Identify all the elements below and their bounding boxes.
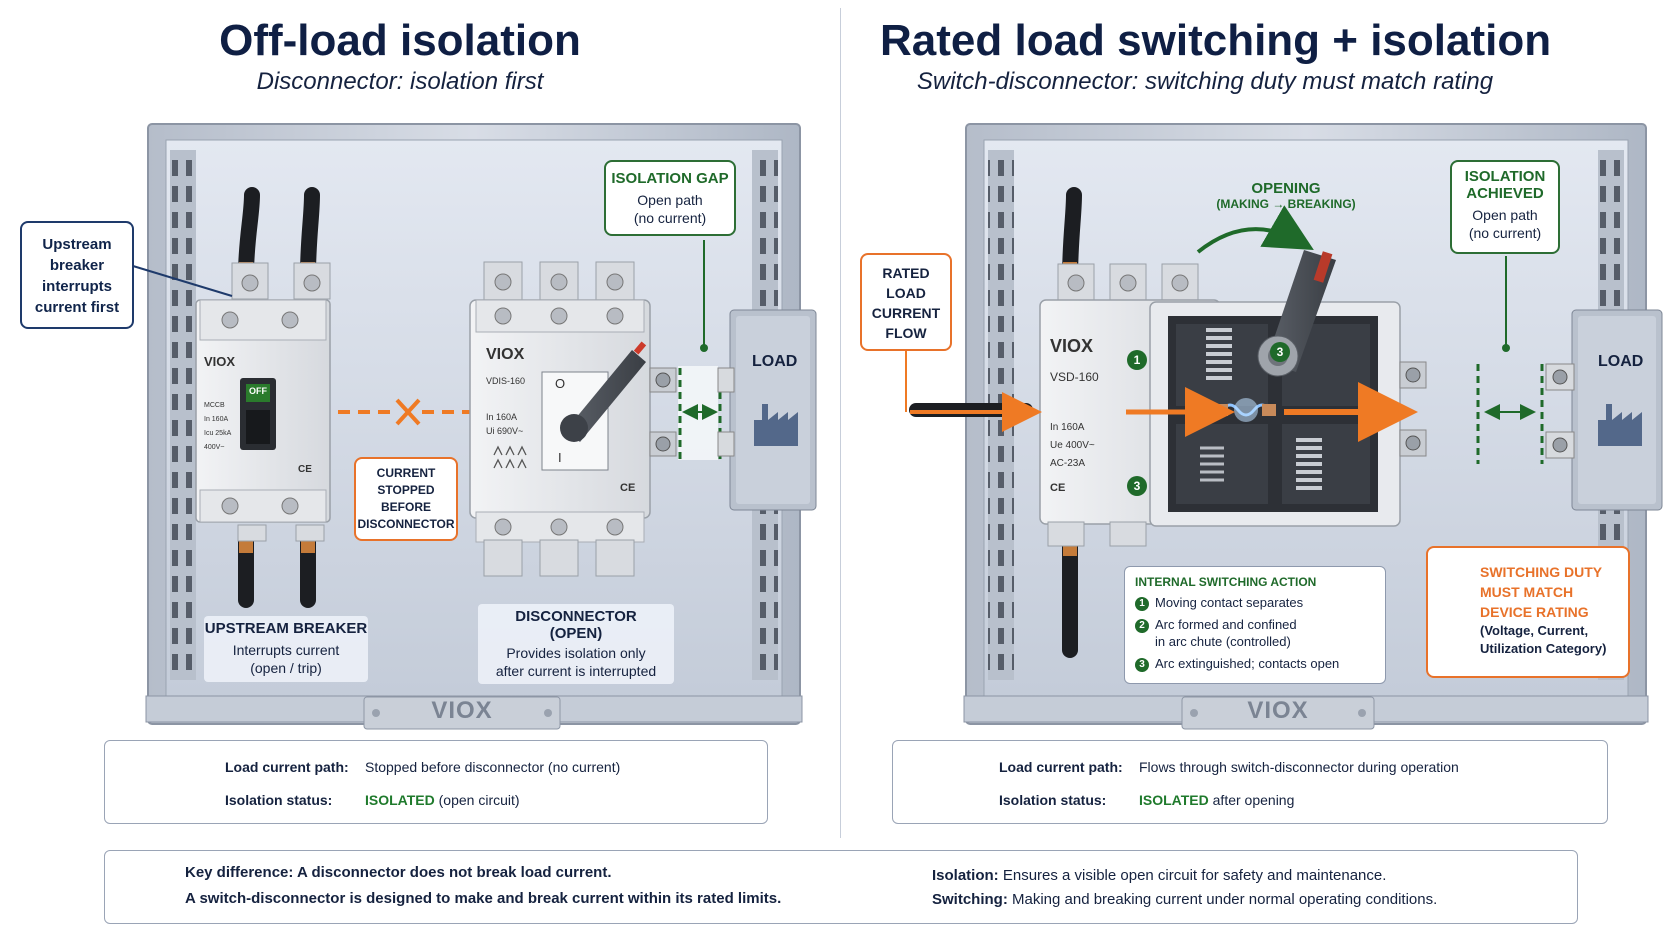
disconnector-ce-mark: CE xyxy=(620,482,636,494)
step-number-3: 3 xyxy=(1135,658,1149,672)
step-marker-2: 3 xyxy=(1270,342,1290,362)
right-legend-row1-key: Load current path: xyxy=(999,759,1123,775)
left-isolated-detail: (open circuit) xyxy=(438,792,520,808)
disconnector-spec-2: Ui 690V~ xyxy=(486,426,524,436)
center-divider xyxy=(840,8,841,838)
breaker-spec-3: Icu 25kA xyxy=(204,430,232,437)
right-nameplate: VIOX xyxy=(1247,697,1309,724)
left-legend-row2-value: ISOLATED (open circuit) xyxy=(365,792,520,808)
upstream-breaker-label: UPSTREAM BREAKER Interrupts current (ope… xyxy=(204,616,368,682)
right-isolated-detail: after opening xyxy=(1212,792,1295,808)
right-current-flow xyxy=(905,330,1418,442)
step-marker-3: 3 xyxy=(1127,476,1147,496)
key-difference-line2: A switch-disconnector is designed to mak… xyxy=(185,890,782,907)
isolation-definition: Isolation: Ensures a visible open circui… xyxy=(932,867,1387,884)
left-legend-row1-value: Stopped before disconnector (no current) xyxy=(365,759,621,775)
left-legend: Load current path: Stopped before discon… xyxy=(104,740,768,824)
right-subtitle: Switch-disconnector: switching duty must… xyxy=(916,68,1494,95)
left-legend-row1-key: Load current path: xyxy=(225,759,349,775)
left-title: Off-load isolation xyxy=(219,16,581,65)
breaker-spec-4: 400V~ xyxy=(204,444,225,451)
left-load-label: LOAD xyxy=(752,353,798,370)
breaker-spec-1: MCCB xyxy=(204,402,225,409)
switching-duty-callout: SWITCHING DUTY MUST MATCH DEVICE RATING … xyxy=(1426,546,1630,678)
breaker-brand: VIOX xyxy=(204,354,236,369)
right-isolated-status: ISOLATED xyxy=(1139,792,1209,808)
switching-definition: Switching: Making and breaking current u… xyxy=(932,891,1438,908)
upstream-breaker-callout: Upstream breaker interrupts current firs… xyxy=(20,221,134,329)
left-nameplate: VIOX xyxy=(431,697,493,724)
left-disconnector-body xyxy=(469,261,651,577)
breaker-spec-2: In 160A xyxy=(204,416,229,423)
step-marker-1: 1 xyxy=(1127,350,1147,370)
internal-switching-title: INTERNAL SWITCHING ACTION xyxy=(1135,575,1317,589)
isolation-achieved-callout: ISOLATION ACHIEVED Open path (no current… xyxy=(1450,160,1560,254)
switch-model: VSD-160 xyxy=(1050,370,1099,384)
left-subtitle: Disconnector: isolation first xyxy=(256,68,544,95)
internal-step-2b: in arc chute (controlled) xyxy=(1155,634,1291,649)
key-difference-line1: Key difference: A disconnector does not … xyxy=(185,864,612,881)
disconnector-brand: VIOX xyxy=(486,346,525,363)
right-legend-row2-key: Isolation status: xyxy=(999,792,1107,808)
disconnector-model: VDIS-160 xyxy=(486,376,526,386)
left-isolated-status: ISOLATED xyxy=(365,792,435,808)
step-number-1: 1 xyxy=(1135,597,1149,611)
right-title: Rated load switching + isolation xyxy=(880,16,1552,65)
disconnector-pos-i: I xyxy=(558,450,562,465)
right-switch-body xyxy=(1039,250,1427,547)
right-legend-row1-value: Flows through switch-disconnector during… xyxy=(1139,759,1459,775)
left-stopped-current-path xyxy=(338,398,472,426)
disconnector-spec-1: In 160A xyxy=(486,412,518,422)
right-opening-arrow xyxy=(1196,205,1314,254)
right-legend-row2-value: ISOLATED after opening xyxy=(1139,792,1294,808)
opening-label: OPENING (MAKING → BREAKING) xyxy=(1216,180,1356,211)
disconnector-label: DISCONNECTOR (OPEN) Provides isolation o… xyxy=(478,604,674,684)
right-legend: Load current path: Flows through switch-… xyxy=(892,740,1608,824)
switch-spec-1: In 160A xyxy=(1050,422,1085,433)
upstream-callout-line xyxy=(132,265,233,297)
left-load-box xyxy=(717,309,817,511)
switch-brand: VIOX xyxy=(1050,336,1094,356)
rated-load-current-callout: RATED LOAD CURRENT FLOW xyxy=(860,253,952,351)
breaker-ce-mark: CE xyxy=(298,464,312,475)
step-number-2: 2 xyxy=(1135,619,1149,633)
info-icon-letter: i xyxy=(132,868,140,892)
left-legend-row2-key: Isolation status: xyxy=(225,792,333,808)
switch-spec-2: Ue 400V~ xyxy=(1050,440,1095,451)
left-breaker-body xyxy=(195,262,331,542)
breaker-off-label: OFF xyxy=(249,386,267,396)
right-isolation-gap xyxy=(1476,256,1544,464)
key-difference-panel xyxy=(104,850,1578,924)
isolation-gap-callout: ISOLATION GAP Open path (no current) xyxy=(604,160,736,236)
right-load-label: LOAD xyxy=(1598,353,1644,370)
current-stopped-callout: CURRENT STOPPED BEFORE DISCONNECTOR xyxy=(354,457,458,541)
right-load-box xyxy=(1545,309,1663,511)
switch-spec-3: AC-23A xyxy=(1050,458,1086,469)
switch-ce-mark: CE xyxy=(1050,482,1066,494)
disconnector-pos-o: O xyxy=(555,376,566,391)
